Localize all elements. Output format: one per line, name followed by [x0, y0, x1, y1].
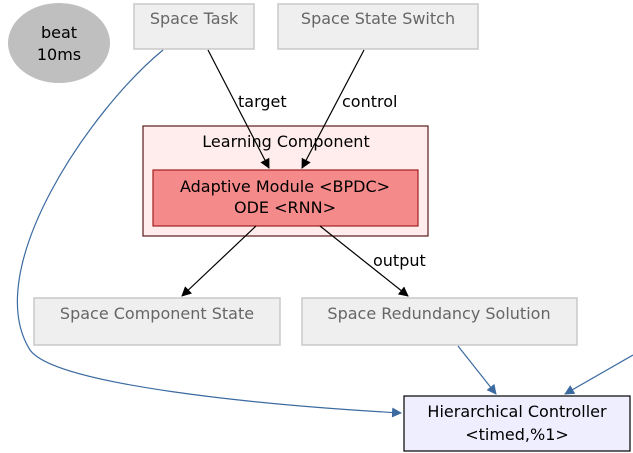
edge-switch-to-module: [301, 49, 365, 169]
hierarchical-controller-node: Hierarchical Controller <timed,%1>: [403, 395, 631, 452]
edge-task-to-module: [207, 49, 270, 169]
space-state-switch-node: Space State Switch: [277, 3, 479, 50]
space-task-node: Space Task: [133, 3, 255, 50]
space-redundancy-solution-label: Space Redundancy Solution: [327, 304, 550, 323]
space-redundancy-solution-node: Space Redundancy Solution: [301, 297, 578, 346]
edge-redundancy-to-controller: [457, 345, 497, 395]
adaptive-module-node: Adaptive Module <BPDC> ODE <RNN>: [152, 169, 419, 227]
space-state-switch-label: Space State Switch: [301, 9, 455, 28]
space-component-state-label: Space Component State: [60, 304, 254, 323]
space-task-label: Space Task: [150, 9, 239, 28]
adaptive-module-label: Adaptive Module <BPDC>: [180, 177, 390, 196]
edge-label-control: control: [342, 92, 397, 111]
beat-period-label: 10ms: [37, 45, 81, 64]
beat-node: beat 10ms: [8, 3, 110, 83]
edge-module-to-redundancy: [319, 225, 409, 297]
space-component-state-node: Space Component State: [33, 297, 281, 346]
edge-offscreen-to-controller: [564, 354, 633, 395]
cluster-title: Learning Component: [202, 132, 369, 151]
edge-label-output: output: [373, 251, 426, 270]
beat-label: beat: [41, 23, 77, 42]
hierarchical-controller-sublabel: <timed,%1>: [465, 425, 569, 444]
hierarchical-controller-label: Hierarchical Controller: [427, 402, 607, 421]
edge-label-target: target: [238, 92, 287, 111]
adaptive-module-sublabel: ODE <RNN>: [234, 198, 336, 217]
edge-module-to-component-state: [181, 225, 257, 297]
edge-task-to-controller: [17, 49, 402, 418]
